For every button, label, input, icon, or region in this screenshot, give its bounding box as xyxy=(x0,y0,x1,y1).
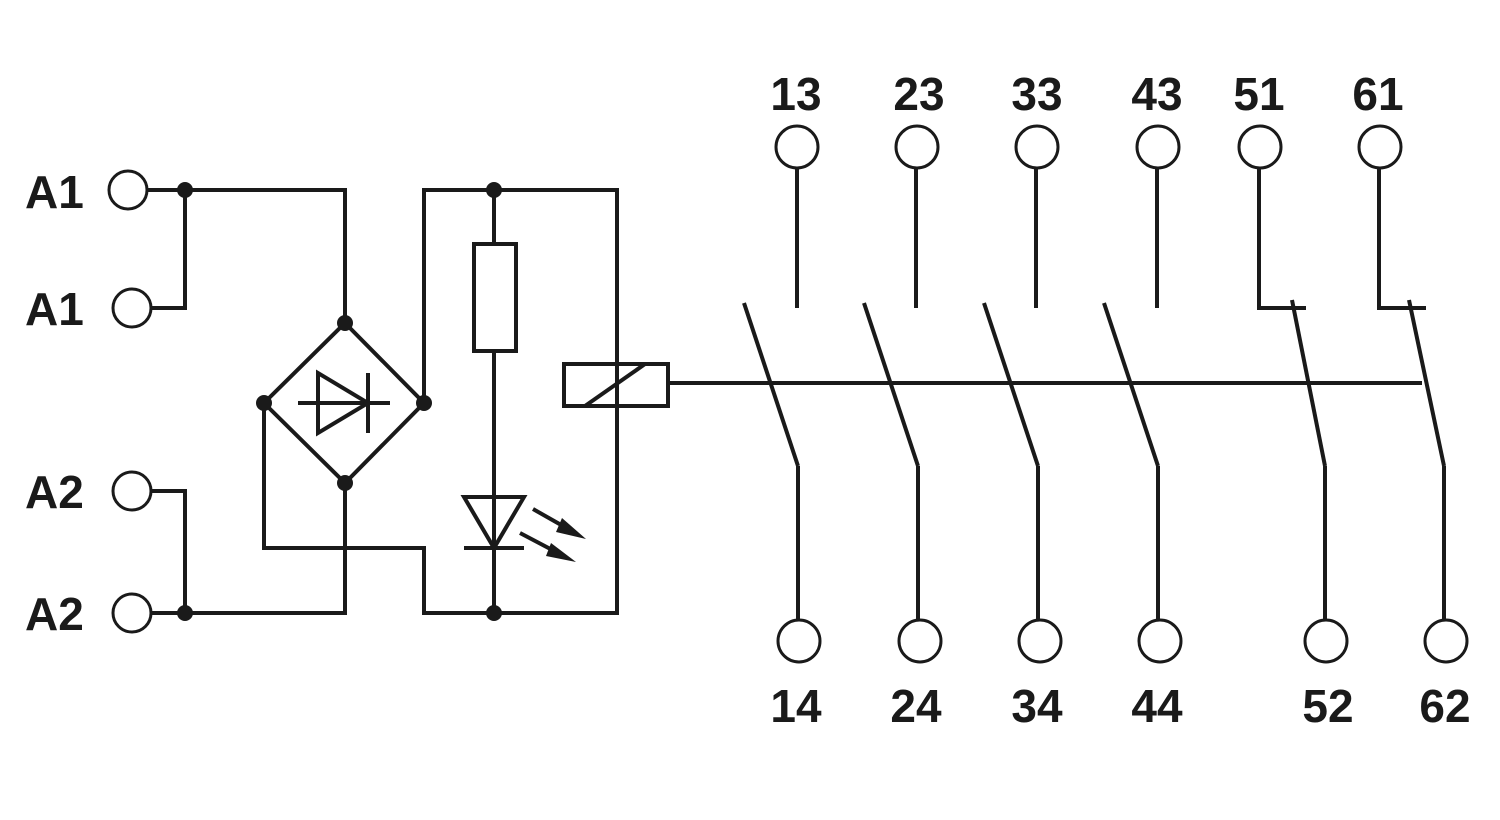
resistor xyxy=(472,242,518,353)
terminal-label-a1-top: A1 xyxy=(25,166,84,218)
input-terminal-circles xyxy=(107,169,153,634)
contact-label-23: 23 xyxy=(893,68,944,120)
contact-label-44: 44 xyxy=(1131,680,1183,732)
contact-no-33-34 xyxy=(982,124,1063,664)
contact-no-43-44 xyxy=(1102,124,1183,664)
contact-nc-51-52 xyxy=(1237,124,1349,664)
terminal-label-a1-bottom: A1 xyxy=(25,283,84,335)
contact-label-13: 13 xyxy=(770,68,821,120)
input-wiring xyxy=(148,188,347,615)
contact-label-62: 62 xyxy=(1419,680,1470,732)
junction-dots xyxy=(177,182,502,621)
contact-no-23-24 xyxy=(862,124,943,664)
contact-label-33: 33 xyxy=(1011,68,1062,120)
contact-label-52: 52 xyxy=(1302,680,1353,732)
terminal-label-a2-bottom: A2 xyxy=(25,588,84,640)
terminal-label-a2-top: A2 xyxy=(25,466,84,518)
coil-circuit-wiring xyxy=(262,188,619,615)
contact-label-24: 24 xyxy=(890,680,942,732)
contact-nc-61-62 xyxy=(1357,124,1469,664)
contact-label-43: 43 xyxy=(1131,68,1182,120)
contact-no-13-14 xyxy=(742,124,822,664)
bridge-rectifier xyxy=(261,320,427,486)
contact-label-34: 34 xyxy=(1011,680,1063,732)
contact-label-61: 61 xyxy=(1352,68,1403,120)
contact-label-51: 51 xyxy=(1233,68,1284,120)
led-indicator xyxy=(460,495,586,562)
contact-label-14: 14 xyxy=(770,680,822,732)
